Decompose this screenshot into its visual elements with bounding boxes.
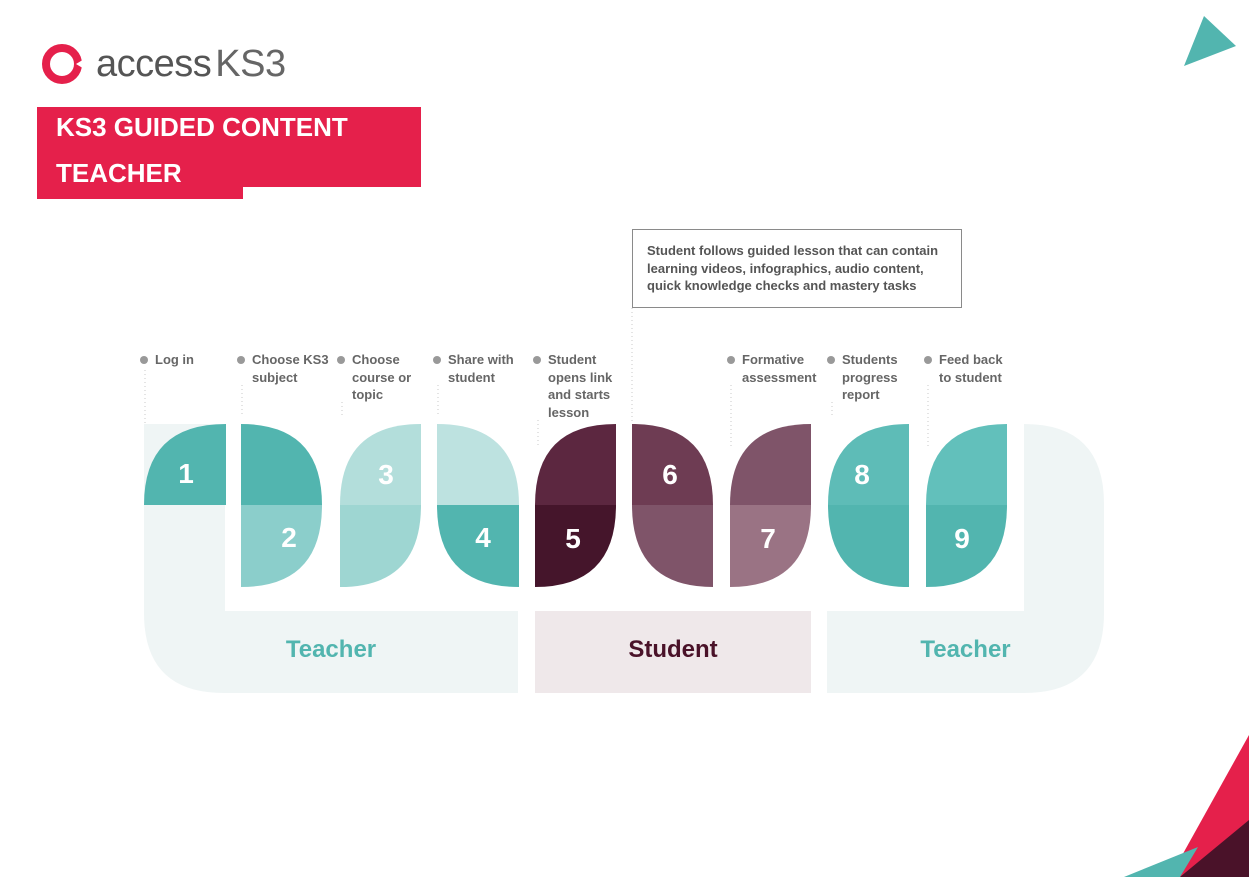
track-label-teacher-left: Teacher	[144, 636, 518, 664]
track-label-text: Student	[628, 636, 718, 663]
step-3-shape	[340, 424, 421, 505]
track-label-text: Teacher	[920, 636, 1011, 663]
step-2-shape	[241, 505, 322, 587]
step-5-text: Student opens link and starts lesson	[548, 352, 613, 420]
step-3-bottom-fill	[340, 505, 421, 587]
bullet-dot	[727, 356, 735, 364]
logo-brand-text: access	[96, 42, 212, 85]
step-5-number: 5	[565, 523, 581, 554]
bullet-dot	[140, 356, 148, 364]
step-4-text: Share with student	[448, 352, 514, 385]
step-5-shape	[535, 505, 616, 587]
step-7-number: 7	[760, 523, 776, 554]
bullet-dot	[337, 356, 345, 364]
step-6-bottom	[632, 505, 713, 587]
track-label-student: Student	[535, 636, 811, 664]
access-logo-icon	[42, 44, 86, 84]
step-1-number: 1	[178, 458, 194, 489]
track-label-teacher-right: Teacher	[827, 636, 1104, 664]
lesson-callout: Student follows guided lesson that can c…	[632, 229, 962, 308]
step-4-number: 4	[475, 522, 491, 553]
teacher-track-right	[827, 424, 1104, 693]
teacher-track-left	[144, 424, 518, 693]
step-7-shape	[730, 505, 811, 587]
step-4-top	[437, 424, 519, 505]
student-track	[535, 611, 811, 693]
bullet-dot	[433, 356, 441, 364]
bullet-dot	[533, 356, 541, 364]
step-9-text: Feed back to student	[939, 352, 1003, 385]
step-7-text: Formative assessment	[742, 352, 817, 385]
step-8-number: 8	[854, 459, 870, 490]
step-2-top	[241, 424, 322, 505]
step-6-shape	[632, 424, 713, 505]
step-9-shape	[926, 505, 1007, 587]
step-7-top	[730, 424, 811, 505]
step-2-text: Choose KS3 subject	[252, 352, 329, 385]
step-2-number: 2	[281, 522, 297, 553]
step-8-text: Students progress report	[842, 352, 898, 402]
bullet-dot	[924, 356, 932, 364]
corner-triangle-icon	[1184, 16, 1236, 66]
logo-product-text: KS3	[215, 42, 286, 85]
bullet-dot	[827, 356, 835, 364]
bullet-dot	[237, 356, 245, 364]
step-8-shape	[828, 424, 909, 505]
page-title-line2: TEACHER SET	[37, 147, 243, 240]
track-label-text: Teacher	[285, 636, 377, 663]
step-5-top	[535, 424, 616, 505]
step-1-text: Log in	[155, 352, 194, 367]
step-9-number: 9	[954, 523, 970, 554]
step-6-number: 6	[662, 459, 678, 490]
corner-shapes-icon	[1124, 735, 1249, 877]
step-4-shape	[437, 505, 519, 587]
step-8-bottom-shape	[828, 505, 909, 587]
step-1-shape	[144, 424, 226, 505]
step-3-text: Choose course or topic	[352, 352, 412, 402]
step-3-number: 3	[378, 459, 394, 490]
step-9-top	[926, 424, 1007, 505]
